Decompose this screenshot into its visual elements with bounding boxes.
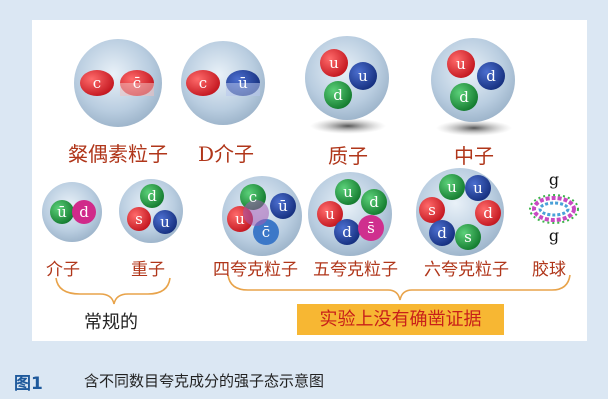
hexaquark-particle: u u s d d s (416, 168, 504, 256)
quark-cbar-label: c̄ (262, 223, 270, 241)
meson-label: 介子 (46, 260, 80, 280)
conventional-bracket (55, 277, 171, 305)
charmonium-particle: c c̄ (74, 39, 162, 127)
baryon-particle: d s u (119, 179, 183, 243)
quark-u-label: u (343, 183, 353, 201)
neutron-particle: u d d (431, 38, 515, 136)
quark-c-label: c (249, 188, 257, 206)
quark-d-label: d (147, 187, 157, 205)
quark-s-label: s (135, 210, 143, 228)
tetraquark-label: 四夸克粒子 (213, 260, 298, 280)
quark-u-label: u (329, 54, 339, 72)
meson-particle: ū d (42, 182, 102, 242)
hexaquark-label: 六夸克粒子 (424, 260, 509, 280)
pentaquark-particle: u d u d s̄ (308, 172, 392, 256)
quark-d-label: d (333, 86, 343, 104)
quark-u-label: u (235, 210, 245, 228)
quark-d-label: d (79, 203, 89, 221)
hadron-diagram: c c̄ c ū u u d u d d ū d (42, 36, 579, 305)
quark-u-label: u (447, 178, 457, 196)
gluon-g-bottom-label: g (549, 226, 559, 245)
glueball-label: 胶球 (532, 260, 566, 280)
quark-d-label: d (369, 193, 379, 211)
proton-particle: u u d (305, 36, 389, 134)
quark-sbar-label: s̄ (367, 219, 375, 237)
pentaquark-label: 五夸克粒子 (313, 260, 398, 280)
quark-u-label: u (325, 205, 335, 223)
quark-d-label: d (437, 224, 447, 242)
conventional-label: 常规的 (84, 312, 138, 333)
d-meson-particle: c ū (181, 41, 265, 125)
quark-c-label: c (93, 74, 101, 92)
quark-u-label: u (456, 55, 466, 73)
quark-d-label: d (459, 88, 469, 106)
tetraquark-particle: c ū u c̄ (222, 176, 302, 256)
baryon-label: 重子 (131, 260, 165, 280)
quark-d-label: d (486, 67, 496, 85)
unconfirmed-label: 实验上没有确凿证据 (297, 304, 504, 335)
quark-ubar-label: ū (238, 74, 248, 92)
caption-text: 含不同数目夸克成分的强子态示意图 (84, 372, 325, 390)
quark-d-label: d (342, 223, 352, 241)
gluon-g-top-label: g (549, 170, 559, 189)
d-meson-label: D介子 (198, 142, 255, 166)
neutron-label: 中子 (454, 144, 494, 168)
quark-s-label: s (464, 228, 472, 246)
glueball-particle: g g (529, 170, 579, 245)
quark-cbar-label: c̄ (133, 74, 141, 92)
quark-d-label: d (483, 204, 493, 222)
charmonium-label: 粲偶素粒子 (68, 142, 168, 166)
proton-label: 质子 (328, 144, 368, 168)
figure-caption: 图1 含不同数目夸克成分的强子态示意图 (0, 356, 608, 399)
quark-c-label: c (199, 74, 207, 92)
quark-ubar-label: ū (278, 197, 288, 215)
exotic-bracket (227, 274, 571, 301)
quark-u-label: u (473, 179, 483, 197)
quark-ubar-label: ū (57, 203, 67, 221)
caption-number: 图1 (14, 374, 43, 394)
quark-u-label: u (160, 213, 170, 231)
quark-u-label: u (358, 67, 368, 85)
quark-s-label: s (428, 201, 436, 219)
